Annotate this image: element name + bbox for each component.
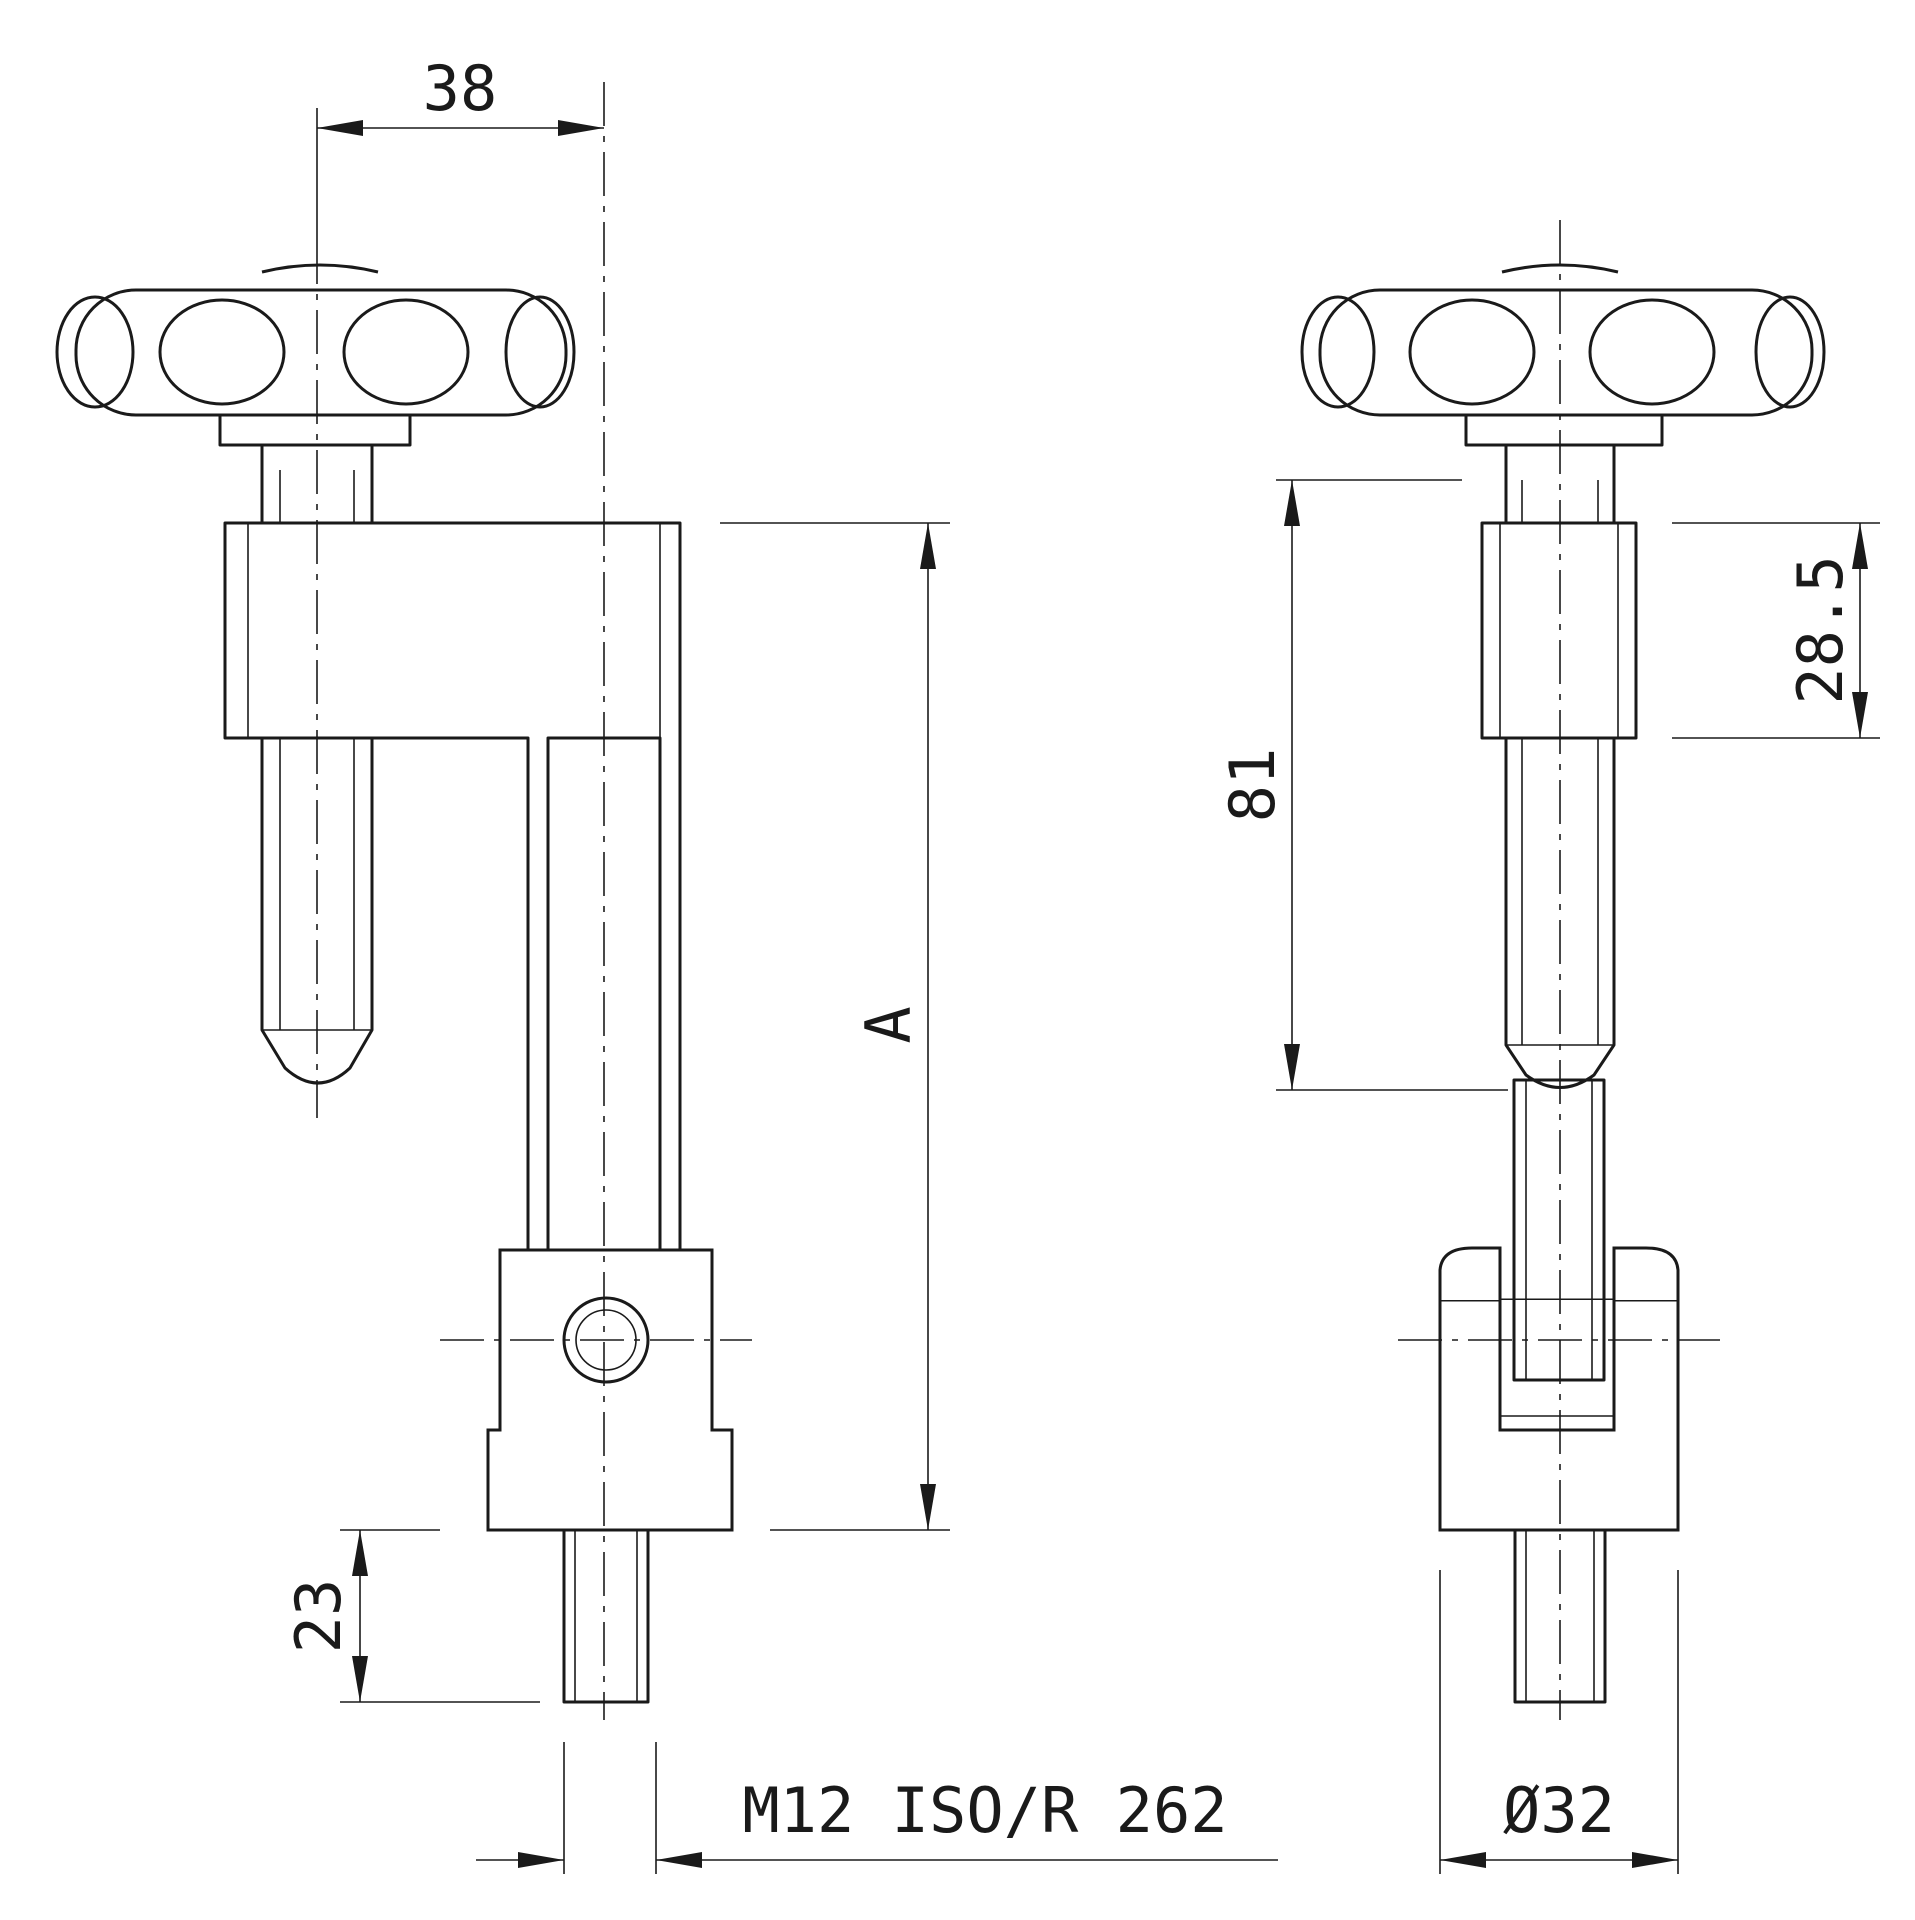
front-view: 81 28.5 Ø32 [1216, 220, 1880, 1874]
dimension-28-5-label: 28.5 [1784, 555, 1857, 704]
dimension-diameter-32-label: Ø32 [1503, 1774, 1615, 1847]
lower-block-side [440, 1248, 752, 1532]
clamp-frame [223, 521, 682, 1252]
thread-callout-label: M12 ISO/R 262 [742, 1774, 1227, 1847]
frame-section-front [1480, 521, 1638, 740]
dimension-diameter-32: Ø32 [1439, 1570, 1679, 1874]
dimension-23: 23 [282, 1529, 540, 1703]
threaded-stud-side [562, 1528, 650, 1704]
knob-front [1300, 263, 1826, 447]
knob-side [55, 263, 576, 447]
dimension-81: 81 [1216, 479, 1508, 1091]
dimension-a-label: A [852, 1006, 925, 1043]
lower-block-front [1398, 1246, 1720, 1532]
dimension-81-label: 81 [1216, 748, 1289, 823]
dimension-28-5: 28.5 [1672, 522, 1880, 739]
dimension-a: A [720, 522, 950, 1531]
dimension-38-label: 38 [423, 52, 498, 125]
thread-callout: M12 ISO/R 262 [476, 1742, 1278, 1874]
link-bar-front [1512, 1078, 1606, 1382]
dimension-23-label: 23 [282, 1579, 355, 1654]
side-view: 38 A 23 M12 ISO/R 262 [55, 52, 1278, 1874]
dimension-38: 38 [316, 52, 604, 240]
